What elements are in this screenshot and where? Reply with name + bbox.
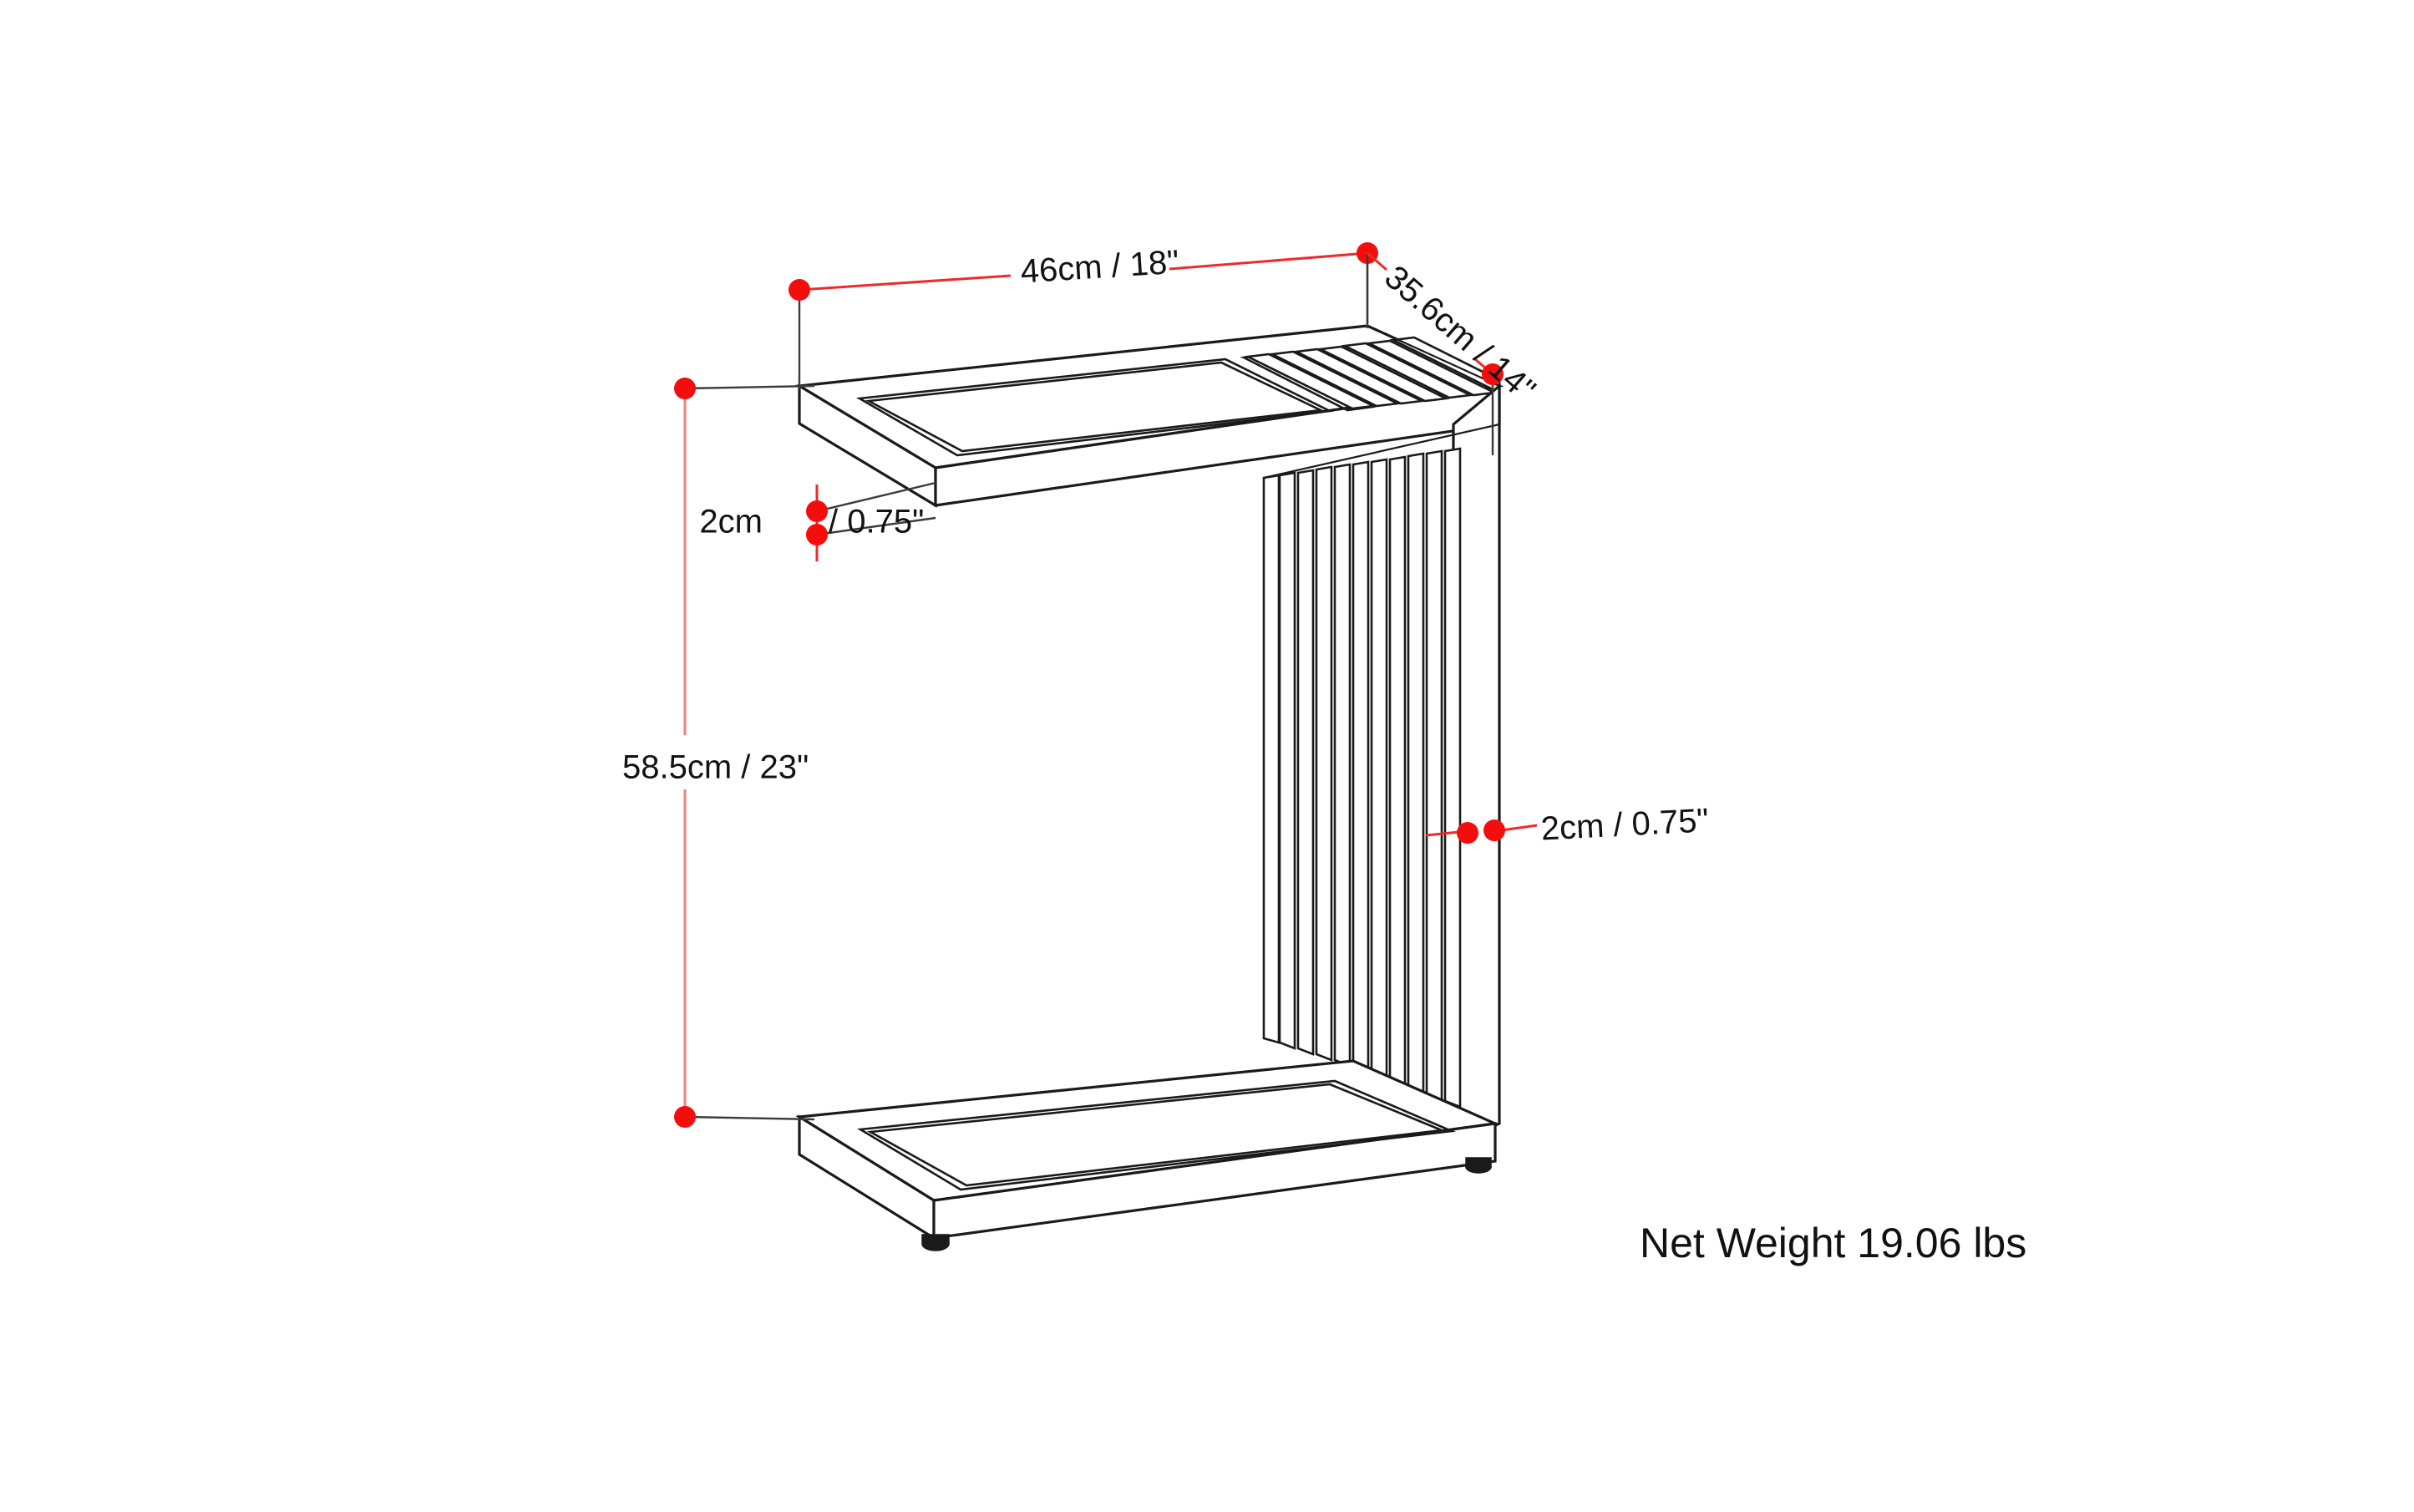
leg-thickness-endpoint-outer-dot	[1483, 819, 1505, 841]
width-dim-line-right	[1169, 251, 1368, 271]
top-thickness-endpoint-lower-dot	[806, 524, 828, 545]
base-inset-panel	[856, 1079, 1456, 1191]
width-endpoint-left-dot	[789, 279, 810, 301]
leg-slat	[1425, 449, 1443, 1103]
table-top-assembly	[795, 324, 1504, 508]
leg-slat-group	[1278, 447, 1462, 1109]
dimension-height: 58.5cm / 23"	[622, 378, 815, 1128]
height-extension-bottom	[684, 1115, 815, 1121]
height-extension-top	[684, 384, 815, 390]
depth-endpoint-dot	[1482, 363, 1504, 385]
table-top-inset-panel	[855, 358, 1334, 457]
leg-thickness-endpoint-inner-dot	[1457, 822, 1478, 844]
leg-slat	[1370, 458, 1388, 1085]
base-shelf-assembly	[795, 1059, 1500, 1251]
height-endpoint-top-dot	[674, 378, 696, 399]
dimension-leg-thickness: 2cm / 0.75"	[1425, 802, 1710, 848]
feet-group	[921, 1157, 1492, 1251]
width-dim-line-left	[799, 274, 1012, 292]
top-thickness-extension-upper	[816, 481, 936, 513]
depth-dim-line-upper	[1367, 251, 1387, 271]
leg-slat	[1388, 455, 1407, 1091]
leg-slat	[1352, 460, 1370, 1079]
height-dim-label: 58.5cm / 23"	[622, 749, 809, 786]
leg-slat	[1333, 463, 1352, 1068]
top-slat	[1316, 345, 1450, 403]
net-weight-label: Net Weight 19.06 lbs	[1640, 1220, 2026, 1266]
top-thickness-dim-label-metric: 2cm	[699, 504, 763, 540]
top-thickness-extension-lower	[816, 516, 936, 536]
leg-slat	[1443, 447, 1462, 1109]
leg-slat	[1278, 471, 1296, 1050]
height-endpoint-bottom-dot	[674, 1106, 696, 1128]
top-slat	[1292, 348, 1426, 405]
table-top-slat-group	[1244, 336, 1501, 410]
table-top-back-edge	[1367, 324, 1500, 388]
top-slat	[1341, 342, 1474, 399]
width-dim-label: 46cm / 18"	[1019, 244, 1179, 291]
top-thickness-dim-label-imperial: / 0.75"	[829, 504, 924, 540]
top-slat	[1268, 350, 1402, 408]
leg-top-junction	[1263, 423, 1500, 479]
foot-glide-front-left-body	[921, 1234, 950, 1245]
top-slat	[1244, 353, 1377, 410]
leg-thickness-dim-label: 2cm / 0.75"	[1540, 802, 1710, 847]
dimension-top-thickness: 2cm / 0.75"	[699, 481, 936, 561]
table-top-inset-panel-inner	[865, 361, 1325, 453]
leg-slat	[1315, 465, 1333, 1062]
leg-inner-stile	[1262, 474, 1281, 1044]
leg-slat	[1407, 452, 1425, 1097]
top-thickness-endpoint-upper-dot	[806, 500, 828, 522]
base-inset-panel-inner	[866, 1083, 1443, 1187]
leg-slat	[1296, 469, 1315, 1056]
vertical-leg-assembly	[1262, 383, 1501, 1147]
foot-glide-front-right-body	[1465, 1157, 1492, 1168]
